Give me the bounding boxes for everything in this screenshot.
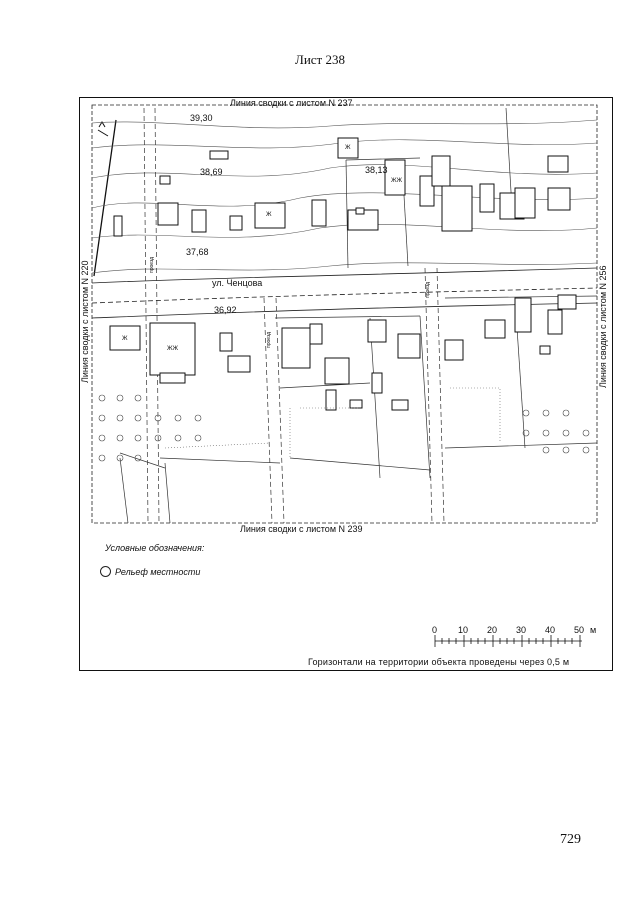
scale-tick-label: 10 — [458, 625, 469, 635]
legend-item-label: Рельеф местности — [115, 566, 201, 577]
building-mark: ЖЖ — [167, 346, 179, 352]
scale-bar — [434, 635, 582, 647]
building — [337, 137, 359, 159]
building — [219, 332, 233, 352]
passage-label: проезд — [266, 331, 272, 348]
building — [444, 339, 464, 361]
border-label-top: Линия сводки с листом N 237 — [230, 98, 353, 108]
map-drawing — [91, 104, 598, 647]
building — [113, 215, 123, 237]
building — [209, 150, 229, 160]
dotted-lines — [164, 387, 501, 458]
building — [484, 319, 506, 339]
north-arrow-icon — [93, 119, 117, 277]
building — [109, 325, 141, 351]
border-label-right: Линия сводки с листом N 256 — [598, 265, 608, 388]
building — [431, 155, 451, 187]
elevation-label: 39,30 — [190, 113, 213, 123]
map-inner-frame — [91, 104, 598, 524]
relief-circles — [98, 394, 590, 462]
elevation-label: 36,92 — [214, 305, 237, 315]
building — [349, 399, 363, 409]
scale-tick-label: 30 — [516, 625, 527, 635]
building — [325, 389, 337, 411]
building — [514, 187, 536, 219]
building — [311, 199, 327, 227]
building-mark: ЖЖ — [391, 178, 403, 184]
building — [539, 345, 551, 355]
building — [367, 319, 387, 343]
scale-tick-label: 0 — [432, 625, 438, 635]
border-label-left: Линия сводки с листом N 220 — [80, 260, 90, 383]
building — [281, 327, 311, 369]
building — [324, 357, 350, 385]
scale-tick-label: 40 — [545, 625, 556, 635]
building — [159, 175, 171, 185]
border-label-bottom: Линия сводки с листом N 239 — [240, 524, 363, 534]
building — [159, 372, 186, 384]
passage-label: проезд — [149, 256, 155, 273]
building — [514, 297, 532, 333]
building-mark: Ж — [266, 212, 272, 218]
scale-tick-label: 20 — [487, 625, 498, 635]
building — [547, 187, 571, 211]
building — [191, 209, 207, 233]
street-ul-chentsova — [91, 267, 598, 319]
passage-label: проезд — [425, 281, 431, 298]
building — [254, 202, 286, 229]
building — [384, 159, 406, 196]
scale-tick-label: 50 — [574, 625, 585, 635]
building — [547, 309, 563, 335]
building — [547, 155, 569, 173]
building — [229, 215, 243, 231]
elevation-label: 38,69 — [200, 167, 223, 177]
building — [419, 175, 435, 207]
elevation-label: 37,68 — [186, 247, 209, 257]
building — [227, 355, 251, 373]
building — [371, 372, 383, 394]
building — [479, 183, 495, 213]
building — [397, 333, 421, 359]
building — [157, 202, 179, 226]
legend-title: Условные обозначения: — [105, 543, 205, 553]
legend-item: Рельеф местности — [100, 566, 200, 577]
building — [441, 185, 473, 232]
building-mark: Ж — [122, 336, 128, 342]
map-frame[interactable]: Линия сводки с листом N 237 Линия сводки… — [79, 97, 613, 671]
passages — [143, 107, 445, 524]
relief-contour-icon — [100, 566, 111, 577]
buildings — [109, 137, 577, 411]
page-number: 729 — [560, 832, 581, 847]
street-label: ул. Ченцова — [212, 278, 263, 288]
building — [391, 399, 409, 411]
building — [149, 322, 196, 376]
contour-note: Горизонтали на территории объекта провед… — [308, 657, 570, 667]
sheet-title: Лист 238 — [295, 52, 345, 67]
elevation-label: 38,13 — [365, 165, 388, 175]
scale-unit: м — [590, 625, 597, 635]
building — [355, 207, 365, 215]
building — [557, 294, 577, 310]
building-mark: Ж — [345, 145, 351, 151]
building — [309, 323, 323, 345]
